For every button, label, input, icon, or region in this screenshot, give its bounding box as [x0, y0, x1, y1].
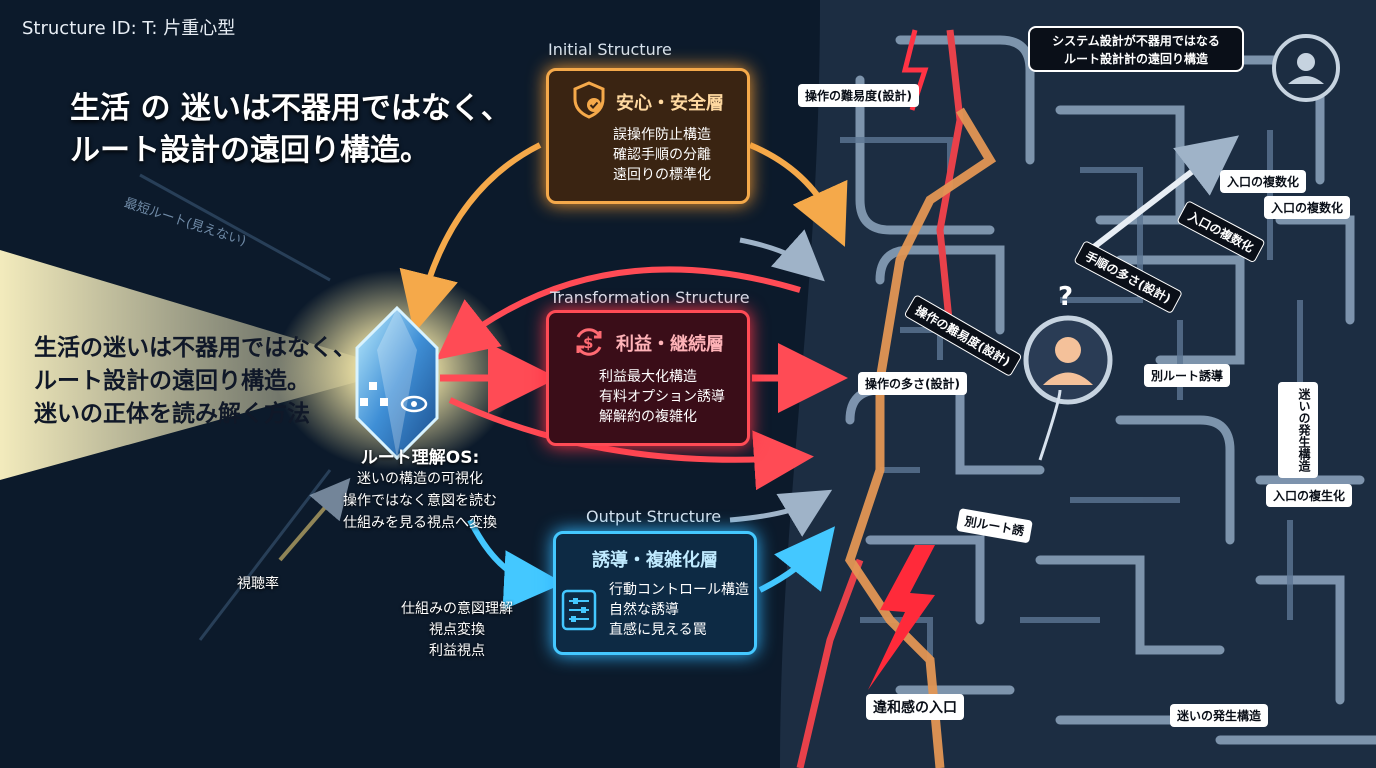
profit-title: 利益・継続層 — [616, 334, 724, 355]
safety-layer-box: 安心・安全層 誤操作防止構造 確認手順の分離 遠回りの標準化 — [546, 68, 750, 204]
system-design-callout: システム設計が不器用ではなる ルート設計計の遠回り構造 — [1028, 26, 1244, 72]
section-label-transformation: Transformation Structure — [550, 288, 750, 307]
svg-text:$: $ — [583, 334, 593, 352]
bottom-left-line-3: 利益視点 — [429, 643, 485, 659]
safety-title: 安心・安全層 — [616, 93, 724, 114]
bottom-left-label: 視聴率 — [237, 576, 279, 592]
light-beam — [0, 250, 400, 480]
shield-check-icon — [573, 81, 605, 119]
maze-label-multi-entry-3: 入口の複数化 — [1264, 196, 1351, 219]
bottom-left-line-2: 視点変換 — [429, 622, 485, 638]
os-line-1: 迷いの構造の可視化 — [357, 471, 483, 487]
crystal-icon — [355, 305, 439, 461]
bottom-left-line-1: 仕組みの意図理解 — [401, 601, 513, 617]
profit-header: $ 利益・継続層 — [572, 313, 724, 359]
section-label-output: Output Structure — [586, 507, 722, 526]
section-label-initial: Initial Structure — [548, 40, 672, 59]
induce-layer-box: 誘導・複雑化層 行動コントロール構造 自然な誘導 直感に見える罠 — [553, 531, 757, 655]
induce-line-1: 行動コントロール構造 — [609, 582, 749, 598]
control-panel-icon — [561, 589, 597, 631]
headline-line-2: ルート設計の遠回り構造。 — [70, 133, 430, 168]
safety-line-1: 誤操作防止構造 — [613, 127, 711, 143]
maze-label-discomfort: 違和感の入口 — [866, 694, 964, 720]
callout-line-1: システム設計が不器用ではなる — [1052, 34, 1220, 48]
left-summary-text: 生活の迷いは不器用ではなく、 ルート設計の遠回り構造。 迷いの正体を読み解く方法 — [34, 332, 356, 431]
induce-line-2: 自然な誘導 — [609, 602, 679, 618]
maze-label-gen-structure: 迷いの発生構造 — [1170, 704, 1269, 727]
induce-line-3: 直感に見える罠 — [609, 622, 707, 638]
os-title: ルート理解OS: — [360, 448, 480, 468]
left-text-line-2: ルート設計の遠回り構造。 — [34, 368, 310, 394]
maze-label-multi-entry-1: 入口の複数化 — [1220, 170, 1307, 193]
safety-line-2: 確認手順の分離 — [613, 147, 711, 163]
os-line-2: 操作ではなく意図を読む — [343, 493, 497, 509]
maze-label-difficulty: 操作の難易度(設計) — [798, 84, 919, 107]
dollar-cycle-icon: $ — [576, 328, 602, 356]
profit-line-1: 利益最大化構造 — [599, 369, 697, 385]
left-text-line-3: 迷いの正体を読み解く方法 — [34, 401, 310, 427]
safety-header: 安心・安全層 — [572, 71, 724, 119]
profit-layer-box: $ 利益・継続層 利益最大化構造 有料オプション誘導 解解約の複雑化 — [546, 310, 750, 446]
os-line-3: 仕組みを見る視点へ変換 — [343, 515, 497, 531]
induce-title: 誘導・複雑化層 — [592, 550, 718, 571]
maze-label-alt-route: 別ルート誘導 — [1144, 364, 1231, 387]
profit-line-2: 有料オプション誘導 — [599, 389, 725, 405]
headline: 生活 の 迷いは不器用ではなく、 ルート設計の遠回り構造。 — [70, 88, 530, 172]
structure-id: Structure ID: T: 片重心型 — [22, 18, 236, 39]
left-text-line-1: 生活の迷いは不器用ではなく、 — [34, 335, 356, 361]
safety-line-3: 遠回りの標準化 — [613, 167, 711, 183]
maze-label-op-count: 操作の多さ(設計) — [858, 372, 967, 395]
profit-line-3: 解解約の複雑化 — [599, 409, 697, 425]
maze-label-multi-entry-4: 入口の複生化 — [1266, 484, 1353, 507]
headline-line-1: 生活 の 迷いは不器用ではなく、 — [70, 91, 511, 126]
maze-label-vertical: 迷いの発生構造 — [1278, 382, 1318, 478]
svg-text:?: ? — [1058, 282, 1073, 312]
callout-line-2: ルート設計計の遠回り構造 — [1063, 52, 1208, 66]
